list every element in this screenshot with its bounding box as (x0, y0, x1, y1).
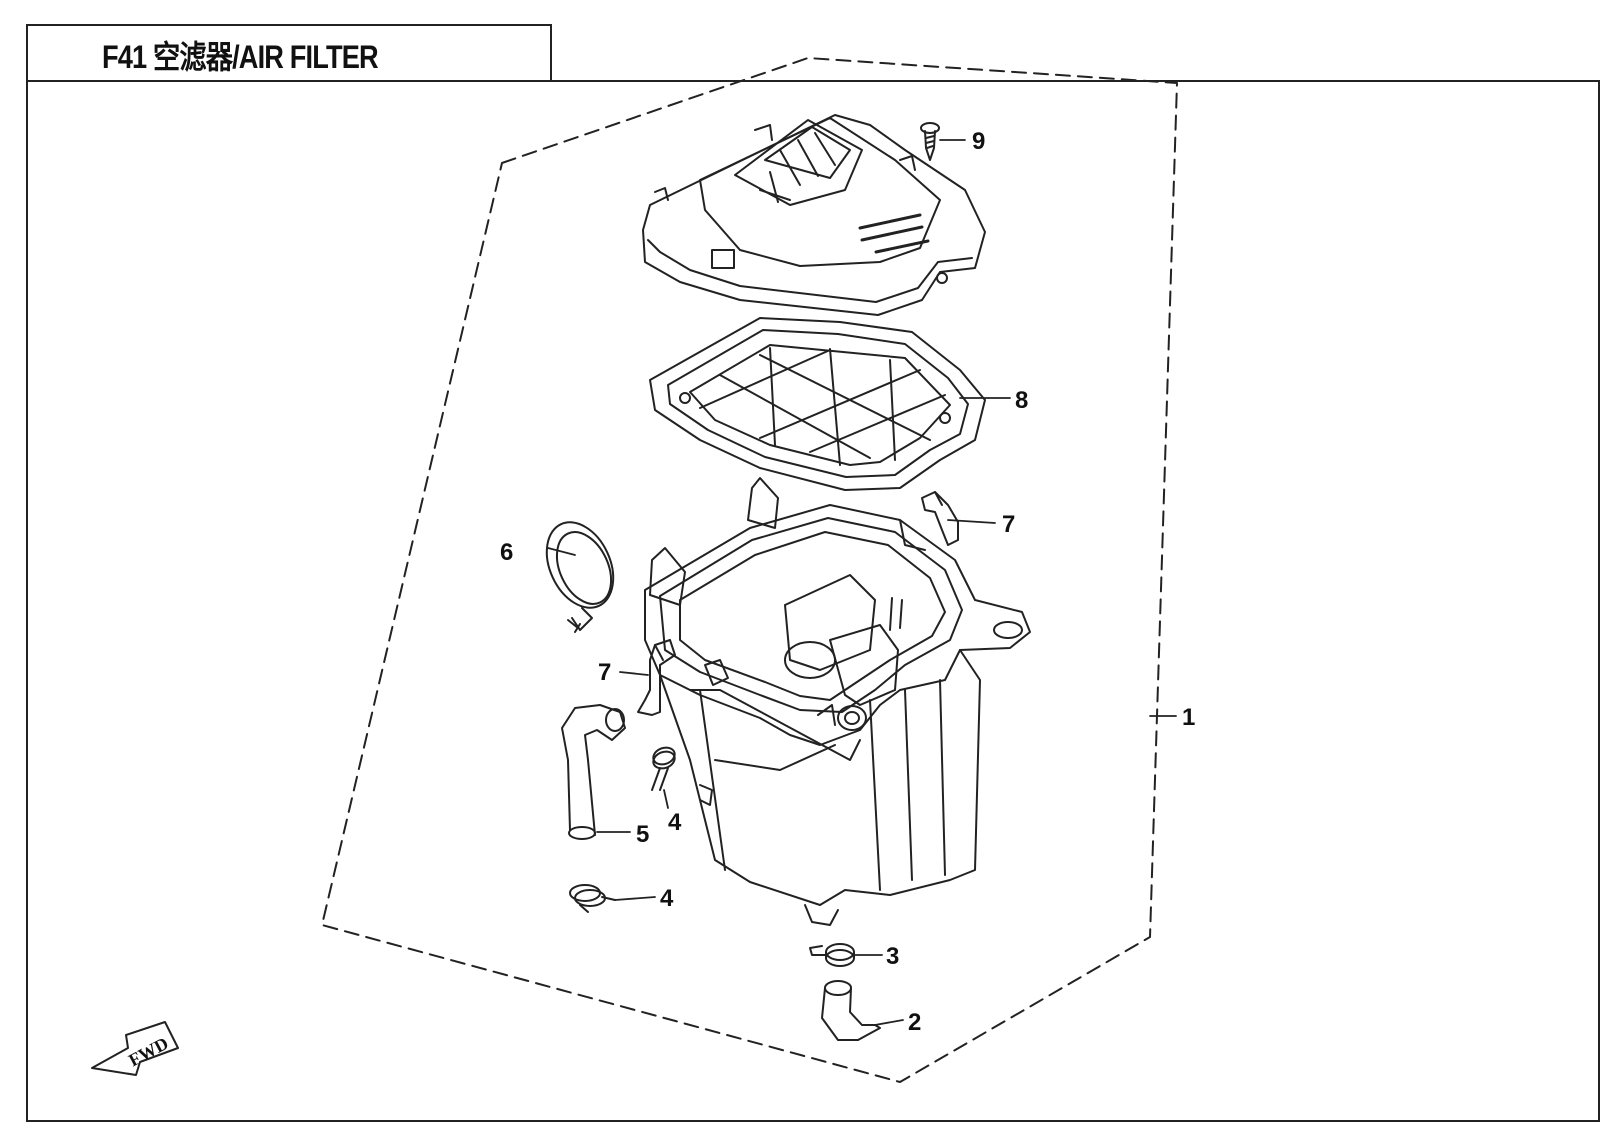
callout-5: 5 (636, 821, 649, 848)
callout-6: 6 (500, 539, 513, 566)
part-6-hose-band (545, 521, 615, 633)
callout-4-lower: 4 (660, 885, 674, 912)
part-7-clip-upper (921, 491, 959, 546)
callout-1: 1 (1182, 704, 1195, 731)
part-1-air-filter-housing (644, 477, 1031, 926)
callout-3: 3 (886, 943, 899, 970)
fwd-label: FWD (125, 1033, 171, 1070)
callout-8: 8 (1015, 387, 1028, 414)
callout-4-upper: 4 (668, 809, 682, 836)
part-8-filter-element (649, 317, 986, 491)
assembly-boundary (321, 57, 1178, 1083)
fwd-arrow-icon (91, 1021, 179, 1076)
page-title: F41 空滤器/AIR FILTER (102, 39, 379, 75)
part-2-elbow-drain (821, 980, 881, 1041)
part-4-spring-clip-upper (651, 746, 676, 791)
part-9-screw (920, 122, 940, 161)
part-4-spring-clip-lower (569, 884, 616, 913)
part-3-small-clamp (809, 943, 855, 967)
leader-lines (547, 139, 1177, 1026)
callout-7-lower: 7 (598, 659, 611, 686)
title-box: F41 空滤器/AIR FILTER (26, 24, 552, 82)
drawing-frame (26, 80, 1600, 1122)
callout-9: 9 (972, 128, 985, 155)
part-air-filter-cover (642, 114, 986, 316)
part-7-clip-lower (637, 639, 676, 716)
part-5-drain-hose (561, 704, 626, 840)
callout-7-upper: 7 (1002, 511, 1015, 538)
callout-2: 2 (908, 1009, 921, 1036)
